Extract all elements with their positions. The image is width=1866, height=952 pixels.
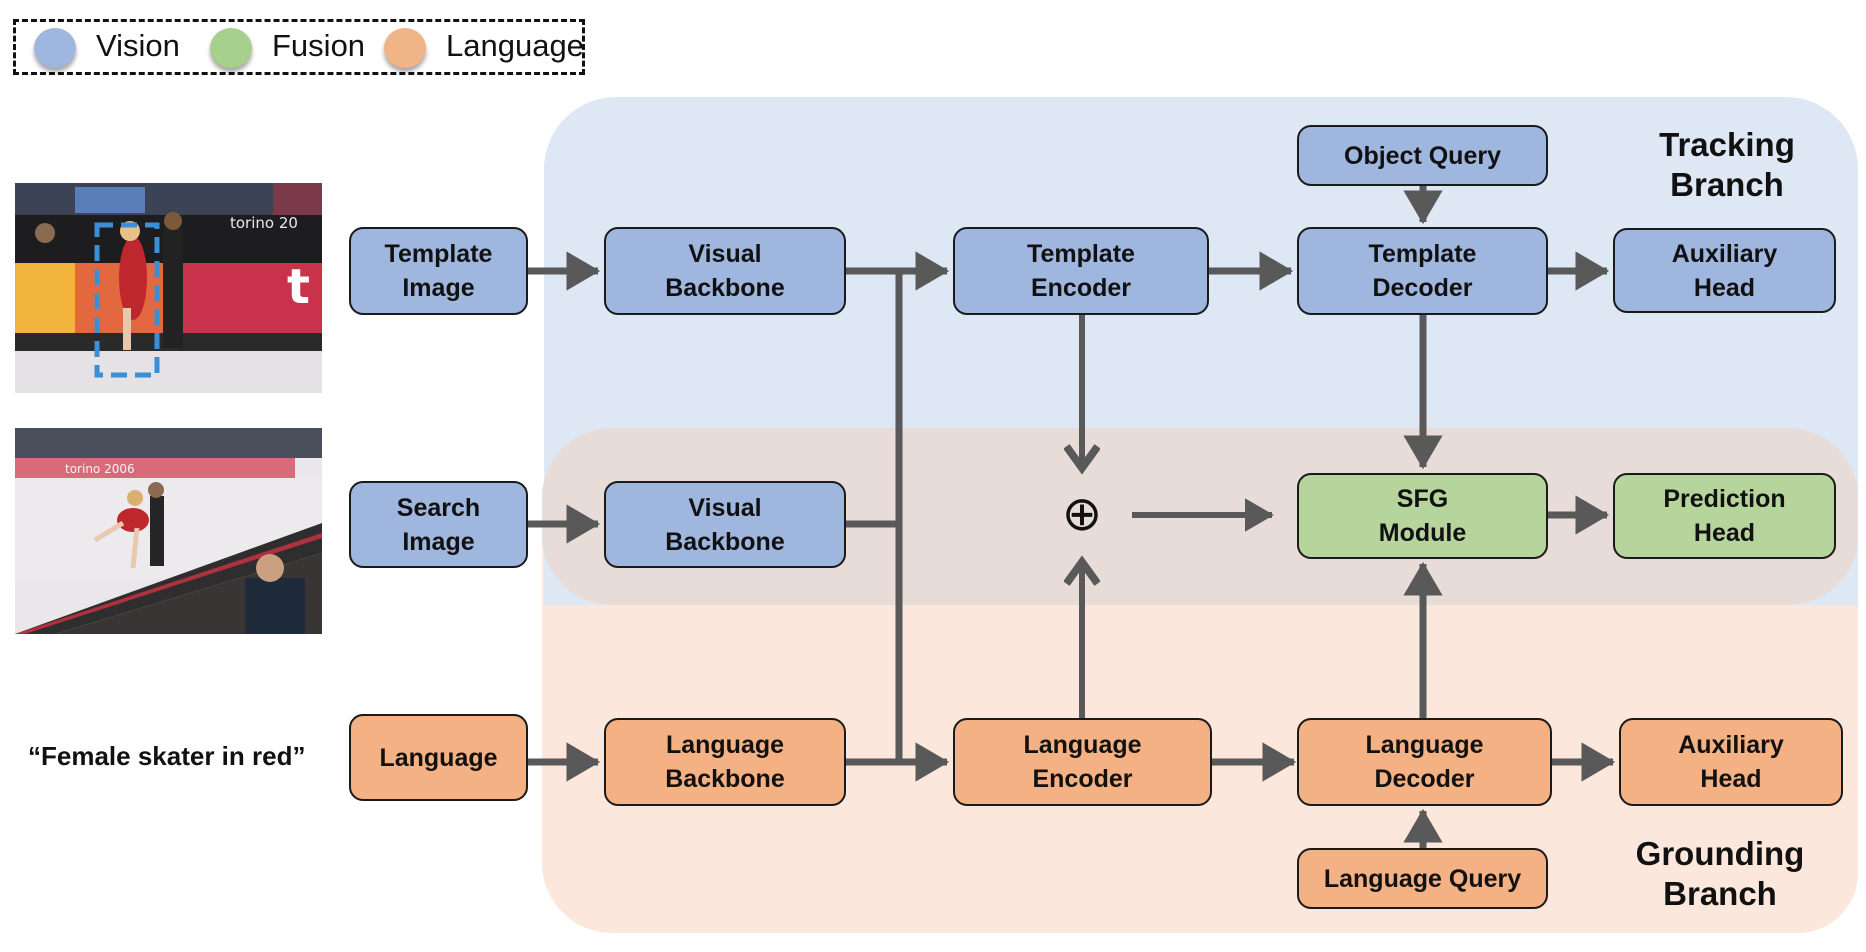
legend: Vision Fusion Language bbox=[13, 19, 585, 75]
template-decoder-box: Template Decoder bbox=[1297, 227, 1548, 315]
language-decoder-box: Language Decoder bbox=[1297, 718, 1552, 806]
auxiliary-head-grounding-box: Auxiliary Head bbox=[1619, 718, 1843, 806]
target-bounding-box bbox=[94, 222, 160, 378]
element-wise-sum-icon: ⊕ bbox=[1061, 488, 1103, 541]
template-image-box: Template Image bbox=[349, 227, 528, 315]
language-backbone-box: Language Backbone bbox=[604, 718, 846, 806]
auxiliary-head-tracking-box: Auxiliary Head bbox=[1613, 228, 1836, 313]
visual-backbone-template-box: Visual Backbone bbox=[604, 227, 846, 315]
language-description-text: “Female skater in red” bbox=[28, 741, 306, 771]
search-image-photo: torino 2006 bbox=[15, 428, 322, 634]
object-query-box: Object Query bbox=[1297, 125, 1548, 186]
language-encoder-box: Language Encoder bbox=[953, 718, 1212, 806]
prediction-head-box: Prediction Head bbox=[1613, 473, 1836, 559]
legend-fusion-dot-icon bbox=[210, 28, 252, 68]
svg-text:t: t bbox=[287, 259, 310, 315]
legend-vision-label: Vision bbox=[96, 28, 180, 63]
language-input-box: Language bbox=[349, 714, 528, 801]
rink-banner-text: torino 20 bbox=[230, 214, 298, 232]
sfg-module-box: SFG Module bbox=[1297, 473, 1548, 559]
visual-backbone-search-box: Visual Backbone bbox=[604, 481, 846, 568]
search-image-box: Search Image bbox=[349, 481, 528, 568]
template-image-photo: torino 20 t bbox=[15, 183, 322, 393]
legend-language-dot-icon bbox=[384, 28, 426, 68]
grounding-branch-label: Grounding Branch bbox=[1635, 835, 1805, 912]
template-encoder-box: Template Encoder bbox=[953, 227, 1209, 315]
language-query-box: Language Query bbox=[1297, 848, 1548, 909]
legend-vision-dot-icon bbox=[34, 28, 76, 68]
legend-fusion-label: Fusion bbox=[272, 28, 366, 63]
tracking-branch-label: Tracking Branch bbox=[1659, 126, 1795, 203]
legend-language-label: Language bbox=[446, 28, 584, 63]
rink-banner-text-search: torino 2006 bbox=[65, 462, 135, 476]
